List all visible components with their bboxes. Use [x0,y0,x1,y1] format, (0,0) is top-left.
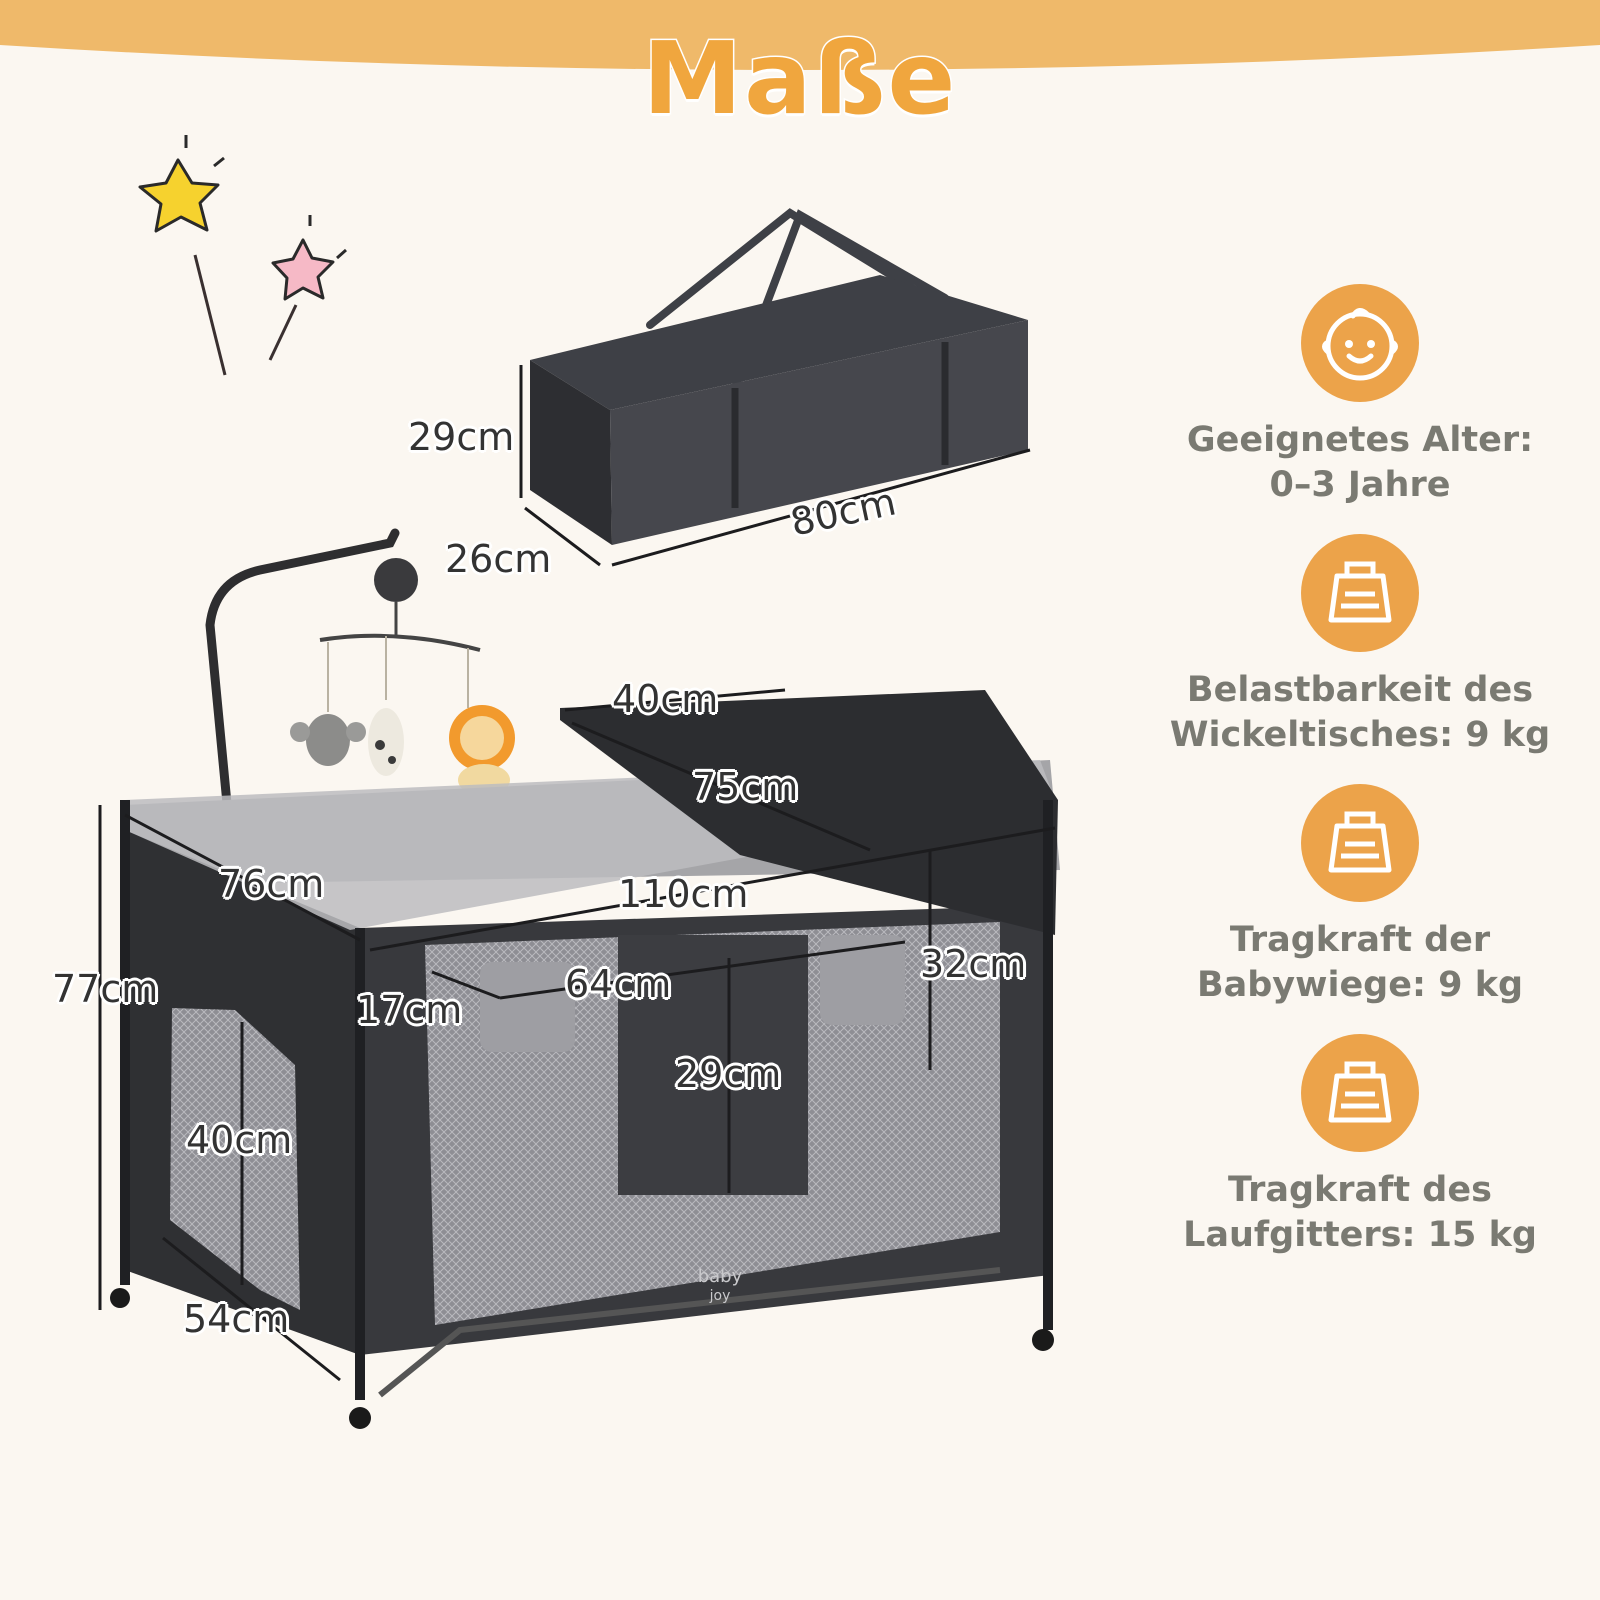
door-height-label: 40cm [186,1118,293,1162]
bed-length-label: 110cm [618,872,749,916]
carry-bag [530,208,1028,545]
feature-line: Laufgitters: 15 kg [1183,1215,1537,1255]
page-title: Maße [641,19,958,139]
bag-height-label: 29cm [408,415,515,459]
feature-line: 0–3 Jahre [1269,465,1451,505]
feature-line: Tragkraft der [1229,920,1491,960]
organizer-width-label: 64cm [565,962,672,1006]
side-width-label: 54cm [183,1297,290,1341]
weight-icon [1301,534,1419,652]
baby-face-icon [1301,284,1419,402]
changer-length-label: 75cm [692,765,799,809]
feature-line: Tragkraft des [1228,1170,1492,1210]
bassinet-depth-label: 32cm [920,942,1027,986]
brand-logo: baby [698,1266,743,1287]
weight-icon [1301,1034,1419,1152]
playpen [110,690,1060,1429]
pocket-width-label: 17cm [356,988,463,1032]
changer-width-label: 40cm [612,677,719,721]
feature-line: Geeignetes Alter: [1186,420,1534,460]
brand-logo-sub: joy [709,1288,731,1304]
bed-width-label: 76cm [218,862,325,906]
header-band [0,0,1600,70]
feature-age: Geeignetes Alter: 0–3 Jahre [1140,284,1580,508]
feature-line: Wickeltisches: 9 kg [1169,715,1551,755]
total-height-label: 77cm [52,967,159,1011]
dimension-arrows [98,365,1056,1382]
feature-line: Babywiege: 9 kg [1196,965,1524,1005]
weight-icon [1301,784,1419,902]
organizer-height-label: 29cm [675,1052,782,1096]
bag-depth-label: 26cm [445,537,552,581]
feature-line: Belastbarkeit des [1186,670,1534,710]
